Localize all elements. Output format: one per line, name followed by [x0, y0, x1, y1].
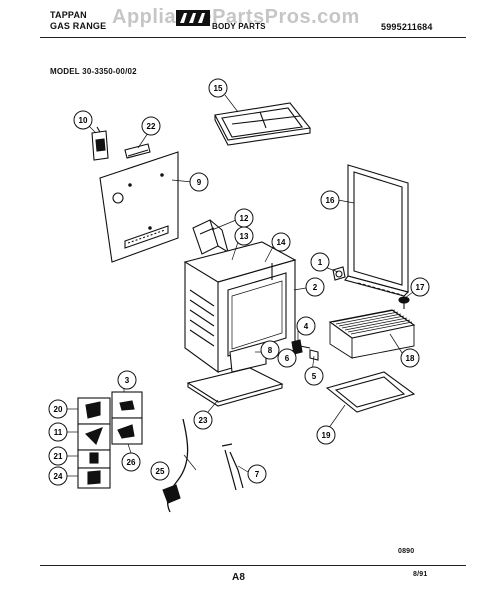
svg-text:18: 18 — [406, 354, 415, 363]
svg-text:11: 11 — [54, 428, 63, 437]
range-body-part — [183, 241, 297, 374]
box-leaders — [67, 408, 132, 477]
svg-text:17: 17 — [416, 283, 425, 292]
side-panel-part — [344, 164, 410, 297]
callouts: 15 10 22 9 12 13 14 16 1 2 17 4 6 8 5 18… — [48, 78, 430, 486]
footer-rule — [40, 565, 466, 566]
callout-4: 4 — [296, 316, 316, 336]
footer-code: 0890 — [398, 548, 415, 555]
svg-text:3: 3 — [125, 376, 130, 385]
parts-box-11 — [77, 423, 111, 451]
svg-text:12: 12 — [240, 214, 249, 223]
section-title: BODY PARTS — [212, 22, 266, 31]
svg-text:26: 26 — [127, 458, 136, 467]
callout-24: 24 — [48, 466, 68, 486]
callout-14: 14 — [271, 232, 291, 252]
svg-text:15: 15 — [214, 84, 223, 93]
knob-part — [332, 266, 346, 281]
part-number: 5995211684 — [381, 22, 433, 32]
callout-16: 16 — [320, 190, 340, 210]
svg-text:7: 7 — [255, 470, 260, 479]
small-bracket-part — [124, 143, 151, 159]
callout-7: 7 — [247, 464, 267, 484]
callout-12: 12 — [234, 208, 254, 228]
svg-text:16: 16 — [326, 196, 335, 205]
callout-15: 15 — [208, 78, 228, 98]
callout-22: 22 — [141, 116, 161, 136]
broiler-pan-part — [325, 371, 416, 413]
valve-part — [291, 339, 311, 355]
callout-6: 6 — [277, 348, 297, 368]
callout-2: 2 — [305, 277, 325, 297]
svg-text:2: 2 — [313, 283, 318, 292]
svg-text:4: 4 — [304, 322, 309, 331]
callout-11: 11 — [48, 422, 68, 442]
callout-17: 17 — [410, 277, 430, 297]
orifice-part — [309, 349, 319, 361]
svg-text:5: 5 — [312, 372, 317, 381]
callout-9: 9 — [189, 172, 209, 192]
callout-1: 1 — [310, 252, 330, 272]
flue-part — [192, 219, 229, 255]
svg-text:14: 14 — [277, 238, 286, 247]
callout-3: 3 — [117, 370, 137, 390]
support-part — [229, 341, 267, 373]
parts-box-3 — [111, 391, 143, 419]
svg-text:25: 25 — [156, 467, 165, 476]
page-number: A8 — [232, 572, 246, 583]
svg-text:22: 22 — [147, 122, 156, 131]
svg-text:23: 23 — [199, 416, 208, 425]
frigidaire-logo — [176, 10, 210, 26]
callout-18: 18 — [400, 348, 420, 368]
brand-label: TAPPAN — [50, 10, 87, 20]
svg-text:9: 9 — [197, 178, 202, 187]
leader-lines — [88, 94, 418, 473]
spring-part — [221, 443, 244, 491]
svg-text:13: 13 — [240, 232, 249, 241]
callout-10: 10 — [73, 110, 93, 130]
svg-text:1: 1 — [318, 258, 323, 267]
callout-25: 25 — [150, 461, 170, 481]
bracket-part — [91, 126, 109, 161]
callout-26: 26 — [121, 452, 141, 472]
svg-text:8: 8 — [268, 346, 273, 355]
callout-13: 13 — [234, 226, 254, 246]
svg-text:10: 10 — [79, 116, 88, 125]
power-cord-part — [162, 418, 189, 513]
oven-rack-part — [328, 309, 416, 359]
back-panel-part — [99, 151, 179, 263]
cooktop-top-part — [214, 102, 312, 146]
parts-box-20 — [77, 397, 111, 425]
callout-5: 5 — [304, 366, 324, 386]
watermark: AppliancePartsPros.com — [112, 6, 360, 28]
parts-box-26 — [111, 417, 143, 445]
parts-box-21 — [77, 449, 111, 469]
svg-text:24: 24 — [54, 472, 63, 481]
callout-20: 20 — [48, 399, 68, 419]
callout-23: 23 — [193, 410, 213, 430]
bottom-panel-part — [186, 367, 284, 407]
callout-8: 8 — [260, 340, 280, 360]
svg-text:19: 19 — [322, 431, 331, 440]
svg-text:6: 6 — [285, 354, 290, 363]
callout-19: 19 — [316, 425, 336, 445]
svg-text:20: 20 — [54, 405, 63, 414]
header-rule — [40, 37, 466, 38]
product-label: GAS RANGE — [50, 21, 107, 31]
footer-date: 8/91 — [413, 571, 428, 578]
svg-text:21: 21 — [54, 452, 63, 461]
callout-21: 21 — [48, 446, 68, 466]
model-label: MODEL 30-3350-00/02 — [50, 67, 137, 76]
parts-box-24 — [77, 467, 111, 489]
leveler-part — [398, 296, 410, 309]
